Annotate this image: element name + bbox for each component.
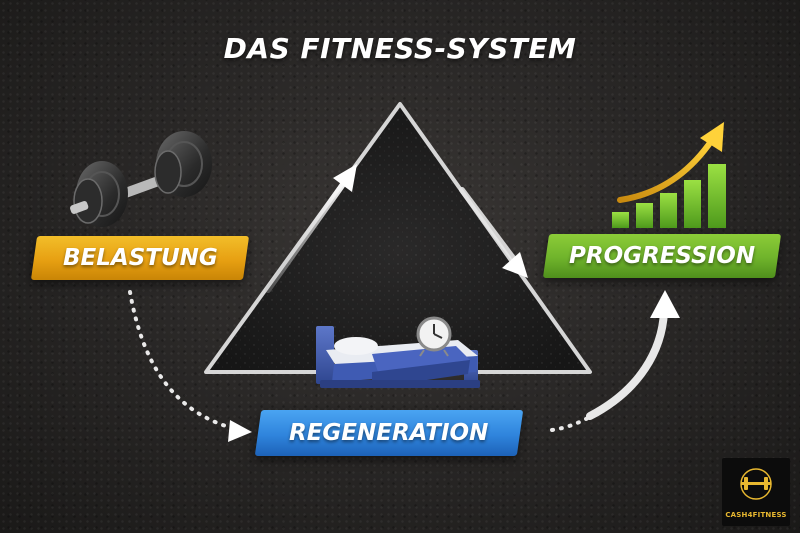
triangle-shape <box>204 102 592 374</box>
node-belastung: BELASTUNG <box>30 236 250 280</box>
node-belastung-label: BELASTUNG <box>62 245 218 271</box>
node-regeneration-label: REGENERATION <box>289 420 489 446</box>
node-regeneration: REGENERATION <box>254 410 524 456</box>
arrow-up-left-icon <box>265 164 357 293</box>
logo-text: CASH4FITNESS <box>725 511 787 519</box>
clock-icon <box>416 316 452 357</box>
dotted-arrow-to-regeneration-icon <box>128 290 252 442</box>
growth-chart-icon <box>612 122 726 228</box>
brand-logo: CASH4FITNESS <box>722 458 790 526</box>
page-title: DAS FITNESS-SYSTEM <box>223 32 577 65</box>
node-progression: PROGRESSION <box>542 234 782 278</box>
arrow-down-right-icon <box>459 187 528 278</box>
dumbbell-icon <box>70 131 212 227</box>
node-progression-label: PROGRESSION <box>568 243 756 269</box>
curved-arrow-to-progression-icon <box>550 290 680 432</box>
logo-dumbbell-icon <box>740 468 772 500</box>
